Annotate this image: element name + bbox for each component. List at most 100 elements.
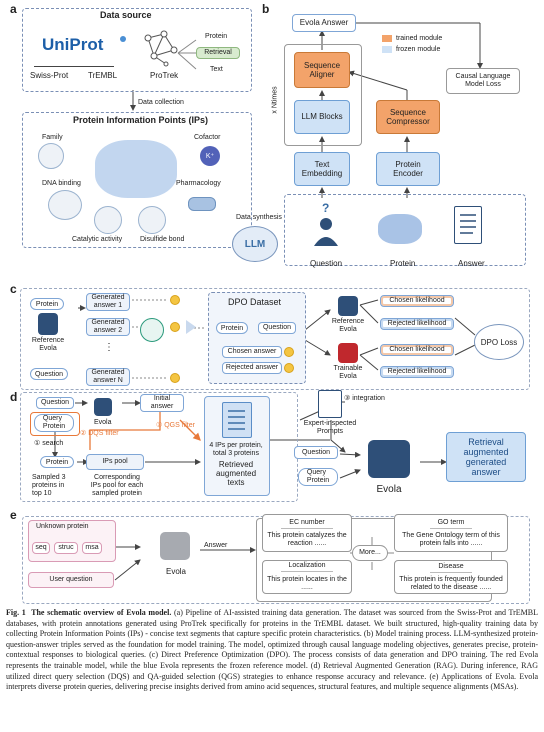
- d-evola2-label: Evola: [376, 484, 402, 495]
- caption-body: (a) Pipeline of AI-assisted training dat…: [6, 608, 539, 692]
- localization-card: Localization This protein locates in the…: [262, 560, 352, 594]
- c-ref-evola2-label: Reference Evola: [331, 318, 365, 333]
- dpo-protein-pill: Protein: [216, 322, 248, 334]
- e-evola-label: Evola: [165, 567, 186, 576]
- sequence-compressor-box: Sequence Compressor: [376, 100, 440, 134]
- expert-prompts-label: Expert-inspected Prompts: [303, 420, 357, 435]
- uniprot-logo: UniProt: [42, 35, 104, 54]
- pharmacology-label: Pharmacology: [176, 180, 221, 187]
- d-query-protein-pill: Query Protein: [34, 414, 74, 432]
- legend-trained-swatch: [382, 35, 392, 42]
- retrieved-texts-label: Retrieved augmented texts: [215, 460, 257, 487]
- panel-b-label: b: [262, 2, 270, 16]
- user-question-box: User question: [28, 572, 114, 588]
- answer-doc-icon: [454, 206, 482, 244]
- emoji-icon: [284, 347, 294, 357]
- evola-answer-box: Evola Answer: [292, 14, 356, 32]
- e-answer-label: Answer: [204, 542, 228, 549]
- disulfide-icon: [138, 206, 166, 234]
- more-pill: More...: [352, 545, 388, 561]
- person-question-icon: ?: [312, 201, 340, 246]
- gen-answer-2: Generated answer 2: [86, 318, 130, 336]
- gen-dots: ⋮: [104, 342, 114, 353]
- chosen-answer-box: Chosen answer: [222, 346, 282, 358]
- d-evola-label: Evola: [94, 419, 112, 426]
- llm-blocks-box: LLM Blocks: [294, 100, 350, 134]
- trainable-evola-label: Trainable Evola: [333, 365, 363, 380]
- rejected-answer-box: Rejected answer: [222, 362, 282, 374]
- ec-card: EC number This protein catalyzes the rea…: [262, 514, 352, 552]
- sampled-label: Sampled 3 proteins in top 10: [32, 474, 66, 497]
- cofactor-icon: K⁺: [200, 146, 220, 166]
- trembl-label: TrEMBL: [88, 71, 118, 80]
- ips-title: Protein Information Points (IPs): [73, 115, 209, 125]
- emoji-icon: [170, 373, 180, 383]
- catalytic-label: Catalytic activity: [72, 236, 123, 243]
- panel-d-label: d: [10, 390, 18, 404]
- retrieval-box: Retrieval: [196, 47, 240, 59]
- dqs-highlight: [30, 412, 80, 436]
- sequence-aligner-box: Sequence Aligner: [294, 52, 350, 88]
- initial-answer-box: Initial answer: [140, 394, 184, 412]
- d-question-box: Question: [36, 397, 74, 409]
- integration-label: ③ integration: [344, 395, 385, 402]
- swissprot-label: Swiss-Prot: [30, 71, 69, 80]
- ec-text: This protein catalyzes the reaction ....…: [267, 531, 347, 547]
- dpo-loss-circle: DPO Loss: [474, 324, 524, 360]
- evola-robot-icon: [94, 398, 112, 416]
- disease-text: This protein is frequently founded relat…: [399, 575, 503, 591]
- msa-chip: msa: [82, 542, 102, 554]
- text-embedding-box: Text Embedding: [294, 152, 350, 186]
- d-question2-box: Question: [294, 446, 338, 459]
- ec-title: EC number: [281, 519, 333, 529]
- panel-c-label: c: [10, 282, 17, 296]
- question-label: Question: [310, 259, 343, 268]
- protein-structure-icon: [95, 140, 177, 198]
- c-protein-pill: Protein: [30, 298, 64, 310]
- rejected-likelihood-1: Rejected likelihood: [380, 318, 454, 330]
- dpo-question-box: Question: [258, 322, 296, 334]
- panel-e-label: e: [10, 508, 17, 522]
- pill-icon: [188, 197, 216, 211]
- retrieved-box: [204, 396, 270, 496]
- go-title: GO term: [429, 519, 473, 529]
- n-times-label: x Ntimes: [271, 86, 279, 114]
- retrieval-protein: Protein: [205, 33, 228, 40]
- llm-icon: LLM: [232, 226, 278, 262]
- document-icon: [222, 402, 252, 438]
- family-label: Family: [42, 134, 63, 141]
- disease-card: Disease This protein is frequently found…: [394, 560, 508, 594]
- go-card: GO term The Gene Ontology term of this p…: [394, 514, 508, 552]
- dna-icon: [48, 190, 82, 220]
- disease-title: Disease: [430, 563, 472, 573]
- n-times-block: [284, 44, 362, 146]
- panel-a-label: a: [10, 2, 17, 16]
- rag-answer-box: Retrieval augmented generated answer: [446, 432, 526, 482]
- uniprot-logo-dot-icon: [120, 36, 126, 42]
- retrieval-text: Text: [210, 66, 223, 73]
- ips-pool-box: IPs pool: [86, 454, 144, 470]
- family-icon: [38, 143, 64, 169]
- search-label: ① search: [34, 440, 64, 447]
- data-synthesis-label: Data synthesis: [236, 214, 282, 221]
- emoji-icon: [284, 363, 294, 373]
- chosen-likelihood-2: Chosen likelihood: [380, 344, 454, 356]
- dqs-filter-label: ② DQS filter: [80, 430, 119, 437]
- loc-text: This protein locates in the ......: [267, 576, 347, 591]
- chevron-right-icon: [186, 320, 196, 334]
- gen-answer-1: Generated answer 1: [86, 293, 130, 311]
- cofactor-label: Cofactor: [194, 134, 221, 141]
- legend-frozen-swatch: [382, 46, 392, 53]
- go-text: The Gene Ontology term of this protein f…: [402, 531, 500, 547]
- legend-trained: trained module: [396, 35, 443, 42]
- dna-binding-label: DNA binding: [42, 180, 81, 187]
- emoji-icon: [170, 295, 180, 305]
- clipboard-icon: [318, 390, 342, 418]
- unknown-protein-box: [28, 520, 116, 562]
- ips-box: [22, 112, 252, 248]
- d-query-protein2-pill: Query Protein: [298, 468, 338, 486]
- data-synthesis-box: [284, 194, 526, 266]
- figure-caption: Fig. 1 The schematic overview of Evola m…: [6, 608, 538, 693]
- emoji-icon: [170, 322, 180, 332]
